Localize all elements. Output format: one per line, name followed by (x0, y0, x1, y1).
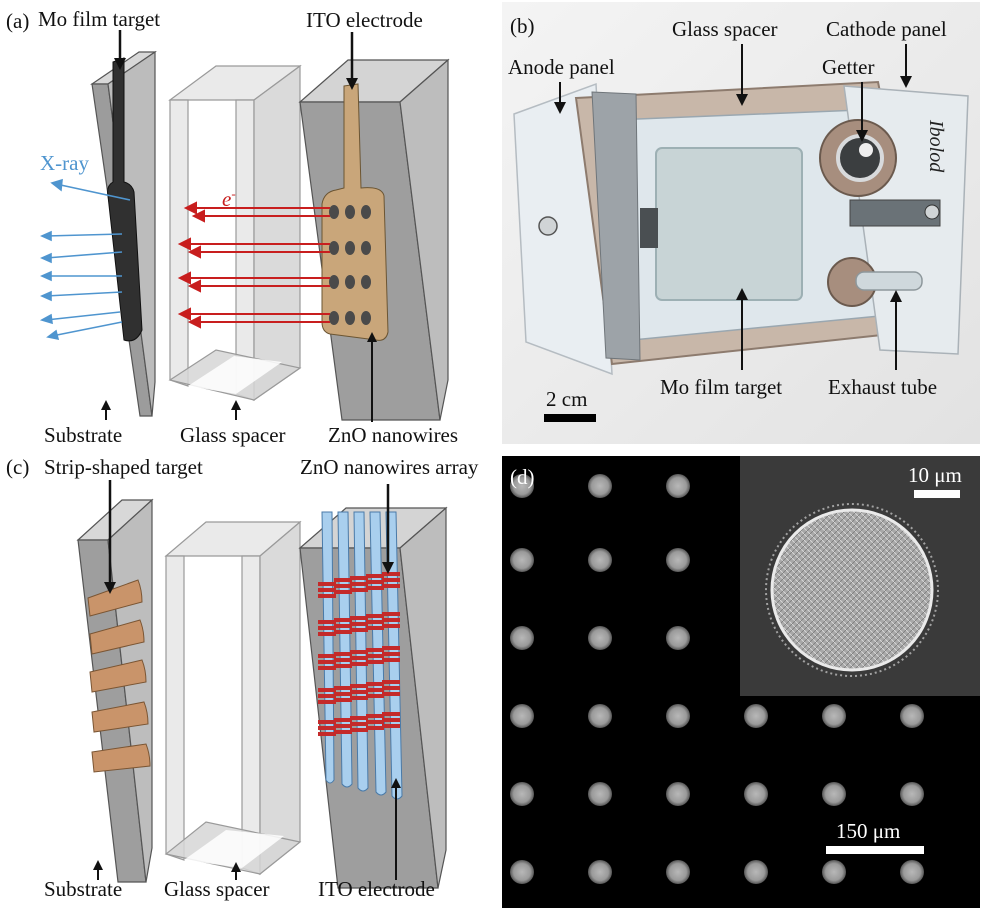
electron-beams (177, 201, 330, 329)
glass-spacer-photo-label: Glass spacer (672, 17, 778, 41)
sem-dot (666, 548, 690, 572)
sem-dot (900, 860, 924, 884)
panel-b-tag: (b) (510, 14, 535, 38)
sem-dot (822, 860, 846, 884)
sem-dot (588, 474, 612, 498)
sem-dot (666, 474, 690, 498)
anode-panel-label: Anode panel (508, 55, 615, 79)
substrate-c-label: Substrate (44, 877, 122, 901)
sem-dot (666, 626, 690, 650)
substrate-label: Substrate (44, 423, 122, 447)
xray-label: X-ray (40, 151, 89, 175)
sem-dot (588, 782, 612, 806)
sem-dot (900, 704, 924, 728)
exhaust-tube-label: Exhaust tube (828, 375, 937, 399)
exhaust-tube-shape (855, 271, 923, 291)
ito-electrode-label: ITO electrode (306, 8, 423, 32)
handwriting-text: Ibolod (925, 119, 947, 173)
mo-film-target-label: Mo film target (38, 7, 160, 31)
sem-dot (744, 782, 768, 806)
panel-a: (a) Mo film target ITO electrode X-ray (6, 7, 458, 447)
sem-dot (744, 860, 768, 884)
sem-dot (588, 704, 612, 728)
sem-dot (510, 782, 534, 806)
sem-dot (588, 860, 612, 884)
sem-dot (666, 860, 690, 884)
mo-film-square (655, 147, 803, 301)
electron-label: e- (222, 186, 236, 211)
zno-array-label: ZnO nanowires array (300, 455, 479, 479)
sem-dot (900, 782, 924, 806)
sem-dot (822, 704, 846, 728)
sem-dot (588, 626, 612, 650)
sem-dot (744, 704, 768, 728)
sem-dot (510, 860, 534, 884)
glass-spacer-frame (168, 64, 302, 402)
inset-nanowire-disk (770, 508, 934, 672)
sem-dot (510, 704, 534, 728)
glass-spacer-label: Glass spacer (180, 423, 286, 447)
ito-electrode-shape (321, 83, 389, 341)
sem-dot (822, 782, 846, 806)
sem-dot (666, 782, 690, 806)
substrate-plate-c (76, 498, 154, 883)
glass-spacer-c-label: Glass spacer (164, 877, 270, 901)
sem-dot-grid (510, 474, 924, 884)
sem-dot (510, 474, 534, 498)
ito-electrode-c-label: ITO electrode (318, 877, 435, 901)
emitter-bars (318, 572, 400, 736)
sem-dot (666, 704, 690, 728)
cathode-panel-label: Cathode panel (826, 17, 947, 41)
scale-bar-2cm (544, 414, 596, 422)
strip-target-label: Strip-shaped target (44, 455, 203, 479)
panel-a-tag: (a) (6, 9, 29, 33)
panel-b: Ibolod (b) Glass spacer Cathode panel An… (502, 2, 980, 444)
glass-spacer-frame-c (164, 520, 302, 876)
panel-c-tag: (c) (6, 455, 29, 479)
panel-c: (c) Strip-shaped target ZnO nanowires ar… (6, 455, 479, 901)
panel-d-tag: (d) (510, 465, 535, 489)
sem-dot (510, 626, 534, 650)
mo-film-target-photo-label: Mo film target (660, 375, 782, 399)
xray-arrows (39, 178, 131, 341)
scale-bar-inset (914, 490, 960, 498)
scale-bar-main (826, 846, 924, 854)
getter-label: Getter (822, 55, 874, 79)
scale-inset-label: 10 μm (908, 463, 962, 487)
scale-2cm-label: 2 cm (546, 387, 587, 411)
emitter-dots (329, 205, 371, 325)
strip-targets (87, 579, 151, 773)
scale-main-label: 150 μm (836, 819, 900, 843)
sem-dot (510, 548, 534, 572)
panel-d: (d) 10 μm 150 μm (502, 456, 980, 908)
sem-dot (588, 548, 612, 572)
zno-nanowires-label: ZnO nanowires (328, 423, 458, 447)
